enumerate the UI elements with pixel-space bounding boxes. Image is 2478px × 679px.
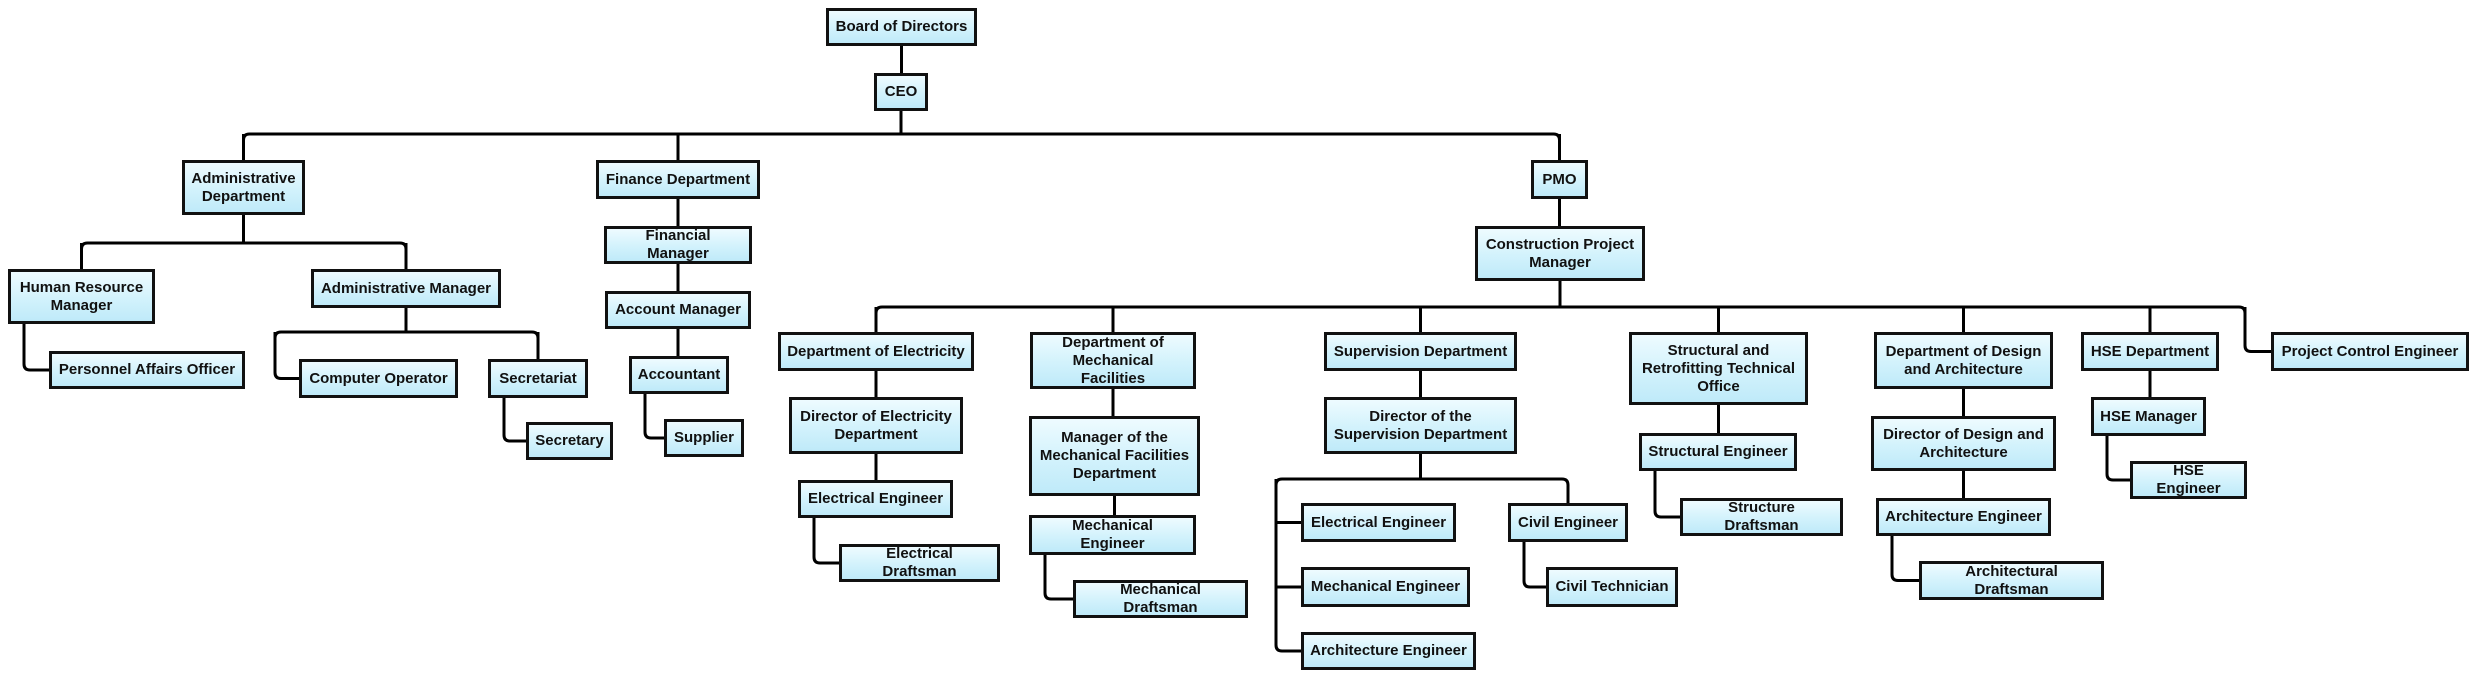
connector-project-control-engineer (2243, 307, 2271, 353)
org-node-architecture-engineer-1[interactable]: Architecture Engineer (1876, 498, 2051, 536)
org-node-civil-engineer[interactable]: Civil Engineer (1508, 503, 1628, 542)
org-node-structure-draftsman[interactable]: Structure Draftsman (1680, 498, 1843, 536)
connector-architecture-engineer-2 (1274, 479, 1301, 653)
connector-secretariat (502, 398, 526, 443)
connector-hse-manager (2105, 436, 2130, 482)
org-node-secretariat[interactable]: Secretariat (488, 359, 588, 398)
org-node-electrical-engineer-2[interactable]: Electrical Engineer (1301, 503, 1456, 542)
connector-architecture-engineer-1 (1890, 536, 1919, 582)
connector-hr-manager (22, 324, 49, 372)
connector-accountant (643, 394, 664, 440)
org-node-supervision-dept[interactable]: Supervision Department (1324, 332, 1517, 371)
org-node-secretary[interactable]: Secretary (526, 422, 613, 460)
org-node-cpm[interactable]: Construction Project Manager (1475, 226, 1645, 281)
org-node-architecture-engineer-2[interactable]: Architecture Engineer (1301, 632, 1476, 670)
connector-electrical-engineer-1 (812, 518, 839, 565)
org-node-civil-technician[interactable]: Civil Technician (1546, 567, 1678, 607)
org-node-architectural-draftsman[interactable]: Architectural Draftsman (1919, 561, 2104, 600)
org-node-pmo[interactable]: PMO (1531, 160, 1588, 199)
org-node-financial-manager[interactable]: Financial Manager (604, 226, 752, 264)
connector-cpm-bus (874, 305, 2247, 314)
org-node-electrical-draftsman[interactable]: Electrical Draftsman (839, 544, 1000, 582)
org-node-project-control-engineer[interactable]: Project Control Engineer (2271, 332, 2469, 371)
connector-admin-dept-bus (80, 241, 408, 250)
connector-dir-supervision-bus (1274, 477, 1570, 503)
connector-computer-operator (273, 332, 299, 380)
org-node-hr-manager[interactable]: Human Resource Manager (8, 269, 155, 324)
connector-admin-manager-bus (273, 330, 540, 339)
org-node-board[interactable]: Board of Directors (826, 8, 977, 46)
org-node-hse-dept[interactable]: HSE Department (2081, 332, 2219, 371)
org-node-mgr-mechanical[interactable]: Manager of the Mechanical Facilities Dep… (1029, 416, 1200, 496)
org-node-supplier[interactable]: Supplier (664, 419, 744, 457)
org-node-mechanical-draftsman[interactable]: Mechanical Draftsman (1073, 580, 1248, 618)
org-node-dept-mechanical[interactable]: Department of Mechanical Facilities (1030, 332, 1196, 389)
connector-structural-engineer (1653, 471, 1680, 519)
org-node-dept-electricity[interactable]: Department of Electricity (778, 332, 974, 371)
org-node-mechanical-engineer-1[interactable]: Mechanical Engineer (1029, 515, 1196, 555)
org-node-electrical-engineer-1[interactable]: Electrical Engineer (798, 480, 953, 518)
org-node-finance-dept[interactable]: Finance Department (596, 160, 760, 199)
org-node-structural-engineer[interactable]: Structural Engineer (1639, 433, 1797, 471)
org-node-mechanical-engineer-2[interactable]: Mechanical Engineer (1301, 567, 1470, 607)
org-node-computer-operator[interactable]: Computer Operator (299, 359, 458, 398)
org-node-account-manager[interactable]: Account Manager (605, 291, 751, 329)
org-node-dir-supervision[interactable]: Director of the Supervision Department (1324, 397, 1517, 454)
org-node-hse-manager[interactable]: HSE Manager (2091, 397, 2206, 436)
org-node-admin-dept[interactable]: Administrative Department (182, 160, 305, 215)
org-node-admin-manager[interactable]: Administrative Manager (311, 269, 501, 308)
connector-civil-engineer (1522, 542, 1546, 589)
org-node-ceo[interactable]: CEO (874, 73, 928, 111)
org-node-personnel-officer[interactable]: Personnel Affairs Officer (49, 351, 245, 389)
org-node-hse-engineer[interactable]: HSE Engineer (2130, 461, 2247, 499)
connector-ceo-bus (242, 132, 1561, 141)
org-node-structural-office[interactable]: Structural and Retrofitting Technical Of… (1629, 332, 1808, 405)
org-node-dir-design[interactable]: Director of Design and Architecture (1871, 416, 2056, 471)
org-node-dept-design[interactable]: Department of Design and Architecture (1874, 332, 2053, 389)
org-node-dir-electricity[interactable]: Director of Electricity Department (789, 397, 963, 454)
connector-mechanical-engineer-1 (1043, 555, 1073, 601)
org-node-accountant[interactable]: Accountant (629, 356, 729, 394)
